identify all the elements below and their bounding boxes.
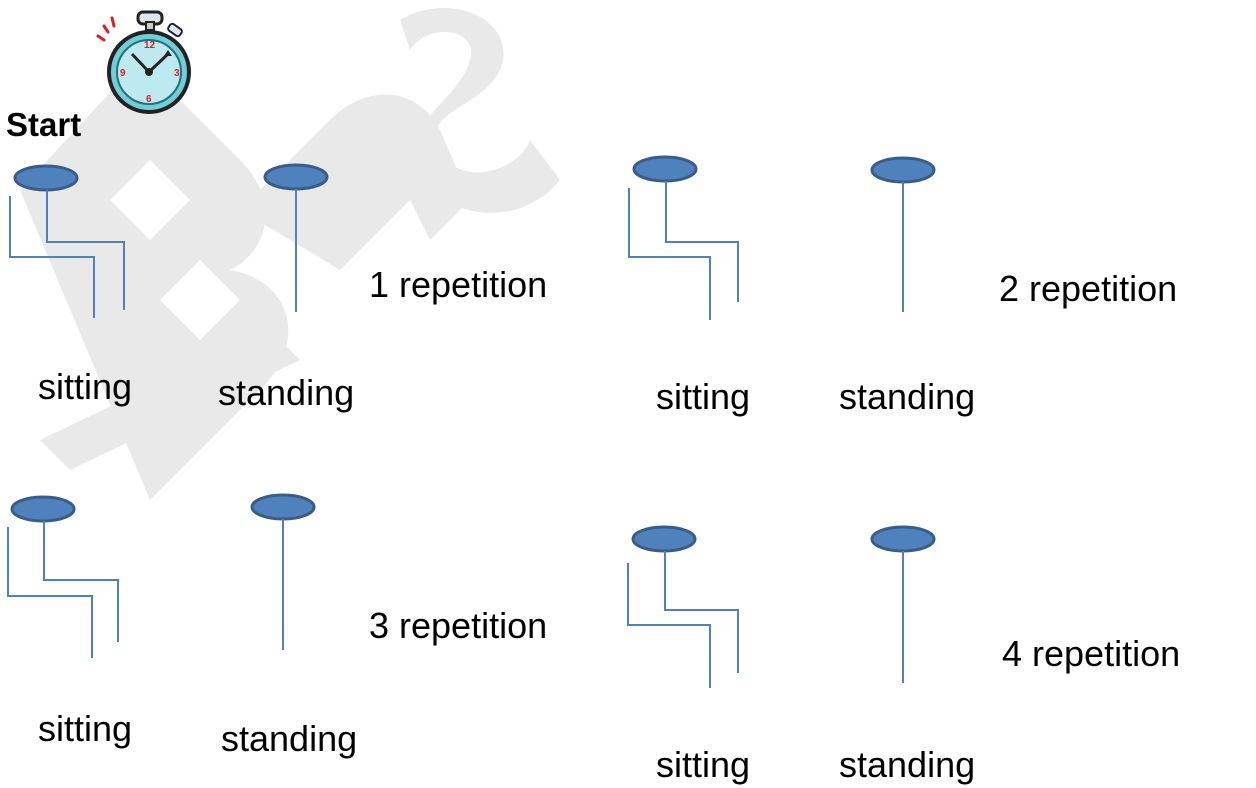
standing-label-1: standing [218,372,355,413]
sitting-label-3: sitting [38,708,133,749]
repetition-label-4: 4 repetition [1002,633,1181,674]
sitting-figure-4 [627,525,739,688]
sitting-label-1: sitting [38,366,133,407]
standing-label-2: standing [839,376,976,417]
sitting-figure-3 [7,495,119,658]
standing-figure-4 [870,525,936,683]
svg-text:12: 12 [144,40,156,51]
svg-text:3: 3 [174,68,180,79]
standing-figure-1 [263,163,329,312]
standing-figure-2 [870,156,936,312]
repetition-label-1: 1 repetition [369,264,548,305]
stopwatch-icon: 12 3 6 9 [96,10,191,114]
start-title: Start [6,106,82,143]
repetition-label-2: 2 repetition [999,268,1178,309]
standing-label-4: standing [839,744,976,785]
standing-label-3: standing [221,718,358,759]
sitting-label-2: sitting [656,376,751,417]
svg-text:9: 9 [120,68,126,79]
sitting-label-4: sitting [656,744,751,785]
sitting-figure-1 [9,164,125,318]
svg-text:6: 6 [146,94,152,105]
standing-figure-3 [250,493,316,650]
repetition-label-3: 3 repetition [369,605,548,646]
sitting-figure-2 [628,155,739,320]
